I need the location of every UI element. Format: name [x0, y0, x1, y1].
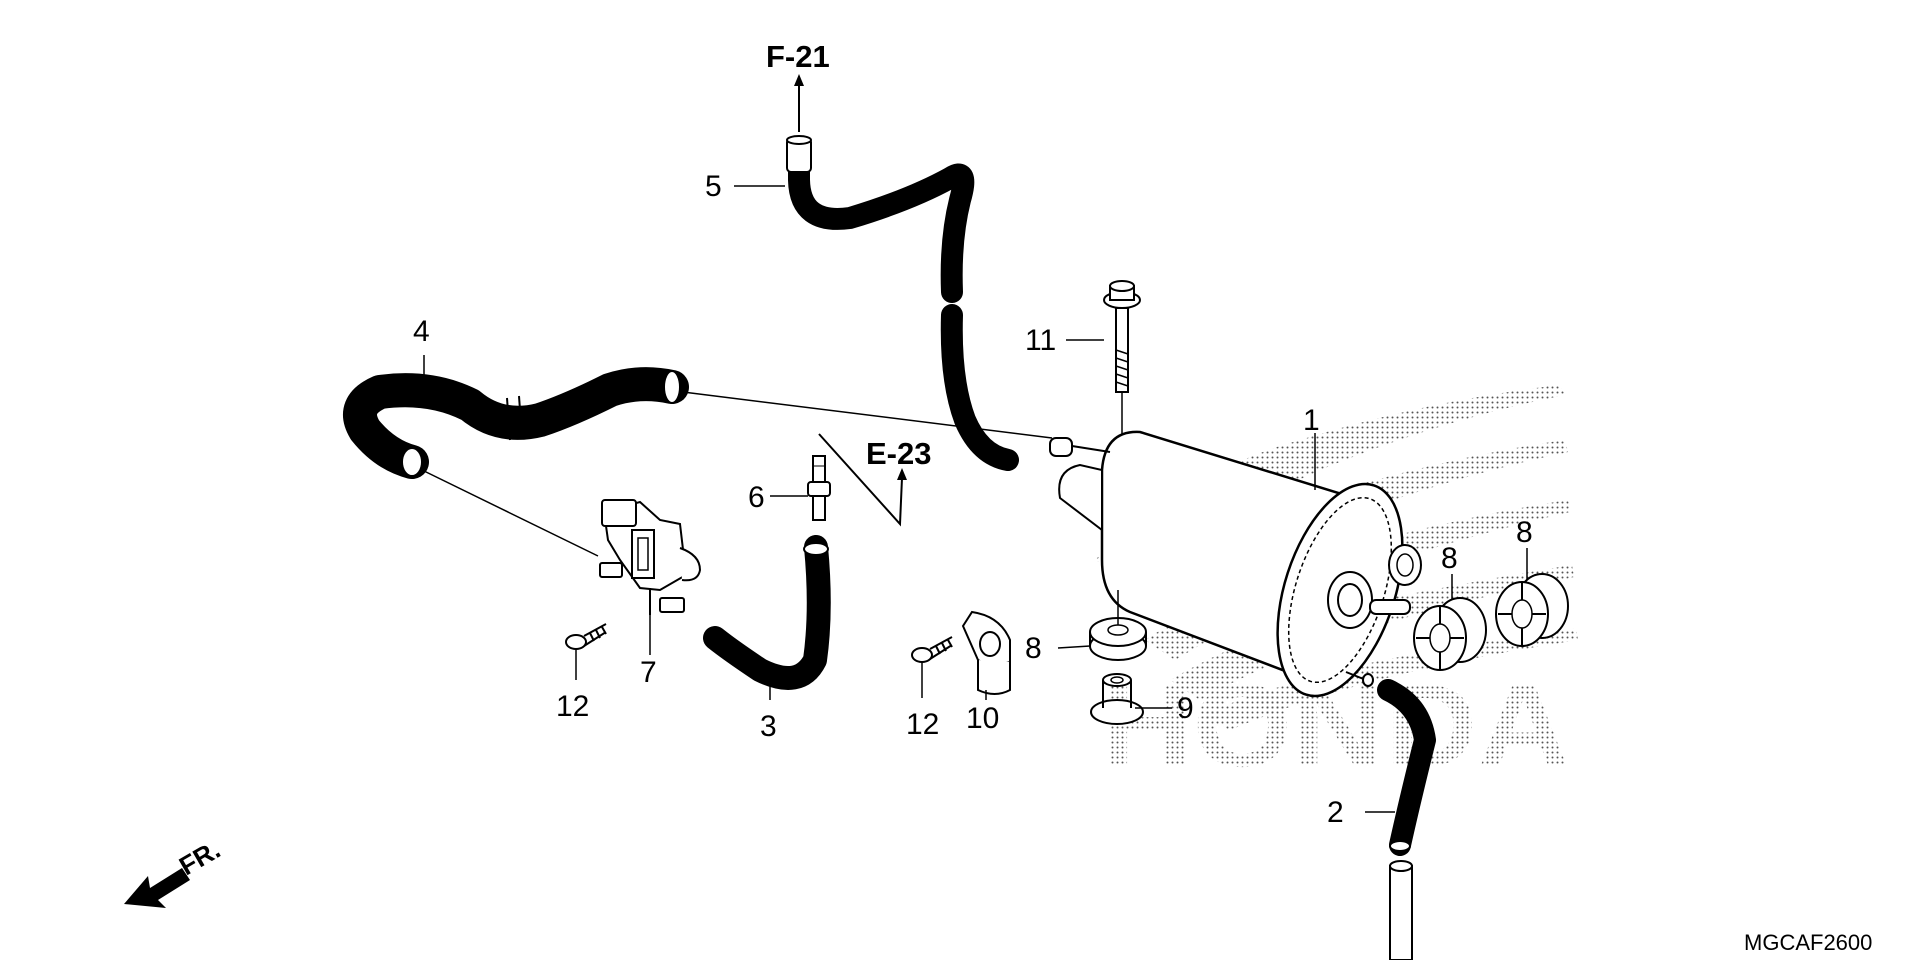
callout-6: 6 [748, 481, 765, 514]
grommet-8-bottom [1089, 590, 1147, 661]
screw-12-left [565, 623, 607, 650]
ref-f21-arrow [794, 74, 804, 132]
callout-8-middle: 8 [1441, 542, 1458, 575]
callout-11: 11 [1025, 324, 1056, 357]
hose-2-lower [1389, 860, 1413, 960]
collar-9 [1090, 673, 1144, 725]
callout-12-left: 12 [556, 690, 589, 723]
hose-5-lower [940, 304, 1019, 471]
grommet-8-middle [1413, 597, 1487, 671]
clamp-10 [961, 610, 1011, 695]
callout-8-bottom: 8 [1025, 632, 1042, 665]
callout-12-right: 12 [906, 708, 939, 741]
callout-7: 7 [640, 656, 657, 689]
ref-e23-label: E-23 [866, 436, 931, 471]
hose-4 [343, 367, 689, 479]
leader-lines [423, 185, 1528, 813]
callout-4: 4 [413, 315, 430, 348]
callout-1: 1 [1303, 404, 1320, 437]
callout-10: 10 [966, 702, 999, 735]
connection-line-4-valve [421, 469, 599, 557]
callout-2: 2 [1327, 796, 1344, 829]
screw-12-right [911, 636, 953, 663]
canister-1 [1049, 430, 1422, 698]
front-direction-arrow [124, 868, 190, 908]
hose-3 [703, 535, 831, 690]
connection-line-4-canister [682, 391, 1053, 439]
joint-6 [807, 455, 831, 521]
callout-8-right: 8 [1516, 516, 1533, 549]
grommet-8-right [1495, 573, 1569, 647]
callout-3: 3 [760, 710, 777, 743]
hose-2 [1377, 679, 1436, 856]
ref-f21-label: F-21 [766, 39, 830, 74]
solenoid-valve-7 [599, 499, 702, 615]
callout-5: 5 [705, 170, 722, 203]
ref-e23-arrow [818, 433, 907, 527]
diagram-code: MGCAF2600 [1744, 930, 1872, 955]
hose-5 [786, 135, 975, 303]
callout-9: 9 [1177, 692, 1194, 725]
bolt-11 [1103, 280, 1141, 440]
